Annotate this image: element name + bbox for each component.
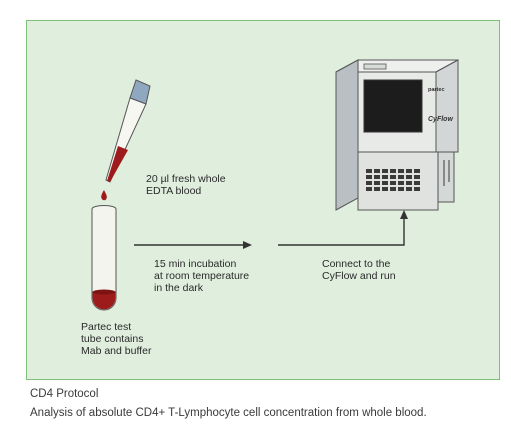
pipette-icon: [105, 79, 151, 183]
instrument-brand-text: partec: [428, 87, 445, 93]
test-tube-label: Partec test tube contains Mab and buffer: [81, 321, 152, 357]
arrow-incubation: [134, 241, 252, 249]
cyflow-instrument-icon: partec CyFlow: [335, 59, 459, 211]
connect-label: Connect to the CyFlow and run: [322, 258, 396, 282]
arrow-connect: [278, 210, 408, 246]
caption-title: CD4 Protocol: [30, 388, 99, 400]
caption-description: Analysis of absolute CD4+ T-Lymphocyte c…: [30, 407, 427, 419]
keypad-icon: [366, 169, 420, 191]
test-tube-icon: [91, 205, 117, 311]
instrument-model-text: CyFlow: [428, 116, 453, 123]
blood-drop-icon: [101, 190, 107, 201]
incubation-label: 15 min incubation at room temperature in…: [154, 258, 250, 294]
blood-sample-label: 20 µl fresh whole EDTA blood: [146, 173, 226, 197]
